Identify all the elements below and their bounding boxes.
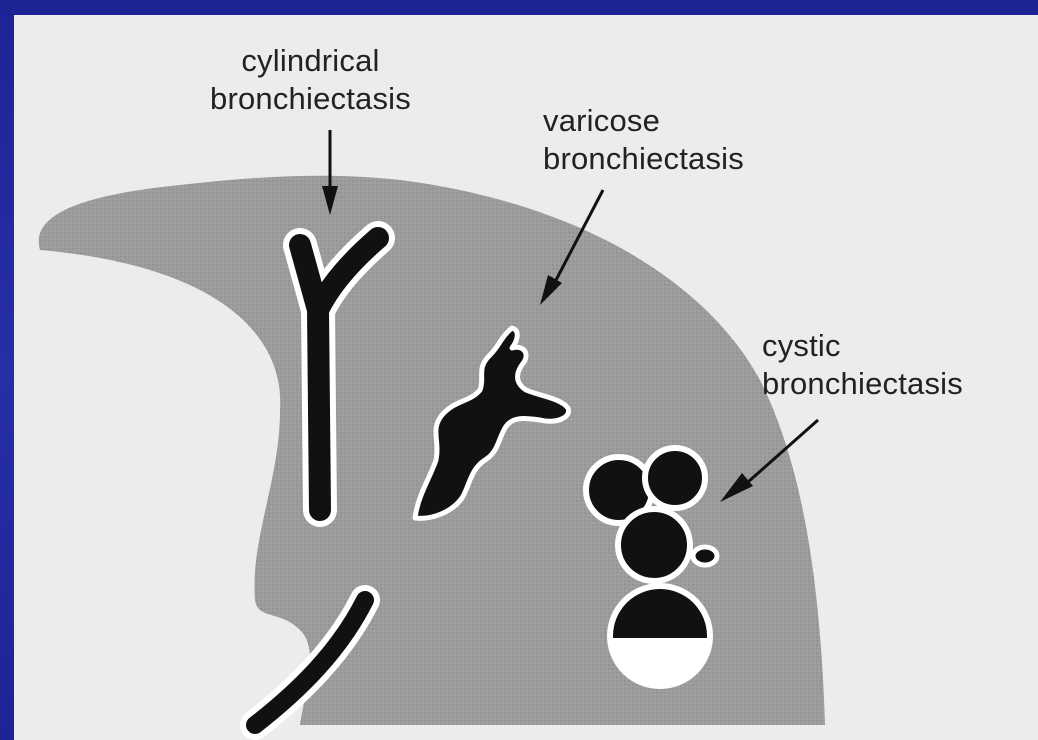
label-cylindrical: cylindrical bronchiectasis (210, 42, 411, 118)
label-varicose-line2: bronchiectasis (543, 140, 744, 178)
label-varicose: varicose bronchiectasis (543, 102, 744, 178)
label-cystic: cystic bronchiectasis (762, 327, 963, 403)
label-cylindrical-line2: bronchiectasis (210, 80, 411, 118)
label-cystic-line1: cystic (762, 327, 963, 365)
label-cylindrical-line1: cylindrical (210, 42, 411, 80)
label-cystic-line2: bronchiectasis (762, 365, 963, 403)
label-varicose-line1: varicose (543, 102, 744, 140)
